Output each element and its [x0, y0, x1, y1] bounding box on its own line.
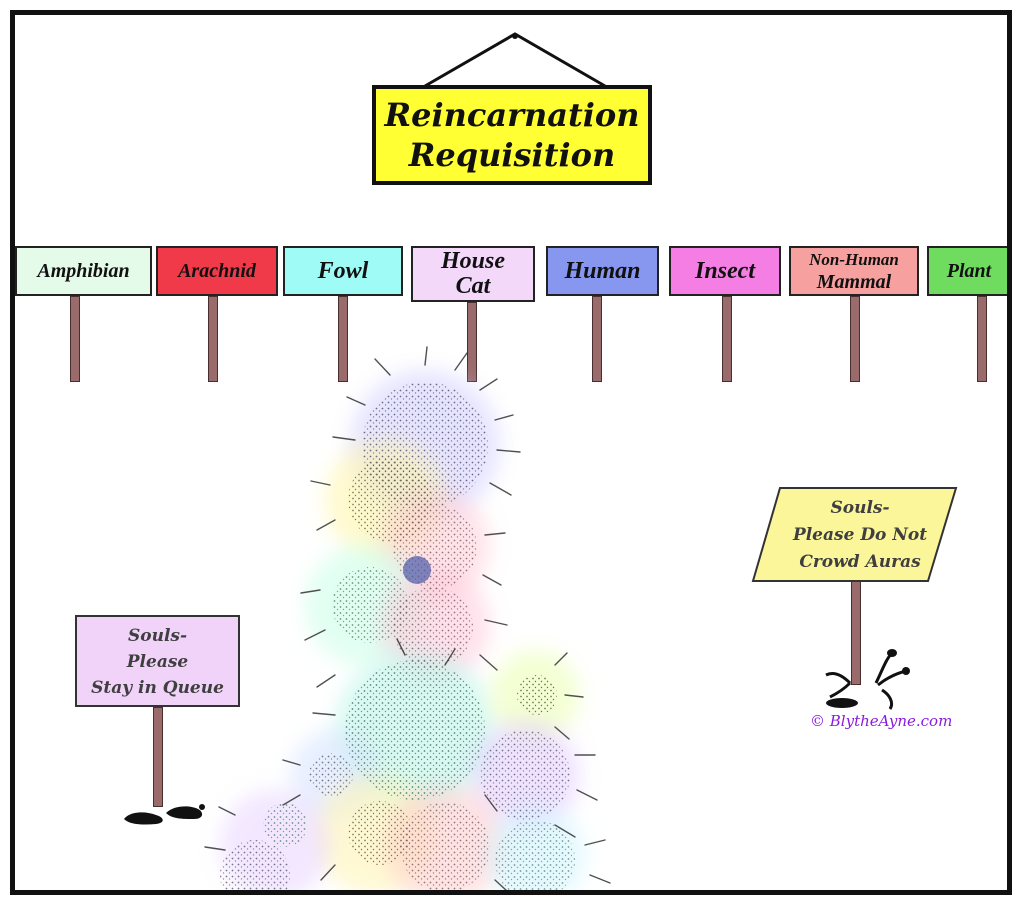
auras-sign-text: Souls- Please Do Not Crowd Auras [770, 495, 950, 576]
sign-fowl-label: Fowl [317, 257, 369, 284]
soul-cloud-icon [204, 346, 611, 890]
sign-plant: Plant [927, 246, 1007, 296]
post-plant [977, 296, 987, 382]
queue-sign-line-1: Souls- [127, 626, 188, 646]
post-fowl [338, 296, 348, 382]
queue-sign-text: Souls- Please Stay in Queue [77, 623, 238, 701]
title-line-1: Reincarnation [384, 96, 640, 134]
sign-house-cat-line-1: House [440, 248, 505, 274]
post-insect [722, 296, 732, 382]
sign-amphibian-label: Amphibian [37, 259, 130, 282]
auras-sign-line-2: Please Do Not [792, 525, 928, 545]
sign-house-cat: House Cat [411, 246, 535, 302]
auras-sign-board [751, 487, 958, 582]
sign-plant-label: Plant [946, 259, 992, 282]
sign-non-human-mammal-line-2: Mammal [816, 271, 892, 293]
comic-frame: Reincarnation Requisition Amphibian Arac… [10, 10, 1012, 895]
post-queue-sign [153, 707, 163, 807]
title-sign: Reincarnation Requisition [372, 85, 652, 185]
sign-non-human-mammal-line-1: Non-Human [809, 250, 899, 269]
sign-human: Human [546, 246, 659, 296]
auras-sign-line-3: Crowd Auras [799, 552, 921, 572]
title-line-2: Requisition [408, 136, 616, 174]
post-auras-sign [851, 581, 861, 685]
post-amphibian [70, 296, 80, 382]
sign-fowl: Fowl [283, 246, 403, 296]
sign-house-cat-line-2: Cat [455, 273, 491, 299]
post-human [592, 296, 602, 382]
footprint-icon [124, 804, 205, 825]
queue-sign: Souls- Please Stay in Queue [75, 615, 240, 707]
sign-non-human-mammal: Non-Human Mammal [789, 246, 919, 296]
auras-sign-line-1: Souls- [830, 498, 890, 518]
sign-arachnid: Arachnid [156, 246, 278, 296]
sign-insect: Insect [669, 246, 781, 296]
sign-arachnid-label: Arachnid [178, 259, 256, 282]
hanging-wire-icon [424, 32, 606, 88]
sign-amphibian: Amphibian [15, 246, 152, 296]
comic-scene: Reincarnation Requisition Amphibian Arac… [15, 15, 1007, 890]
copyright-credit: © BlytheAyne.com [810, 712, 953, 730]
queue-sign-line-3: Stay in Queue [91, 678, 224, 698]
post-arachnid [208, 296, 218, 382]
queue-sign-line-2: Please [126, 652, 189, 672]
sign-human-label: Human [564, 257, 641, 284]
sign-insect-label: Insect [695, 257, 755, 284]
dirt-clumps-icon [825, 649, 910, 710]
post-non-human-mammal [850, 296, 860, 382]
post-house-cat [467, 302, 477, 382]
